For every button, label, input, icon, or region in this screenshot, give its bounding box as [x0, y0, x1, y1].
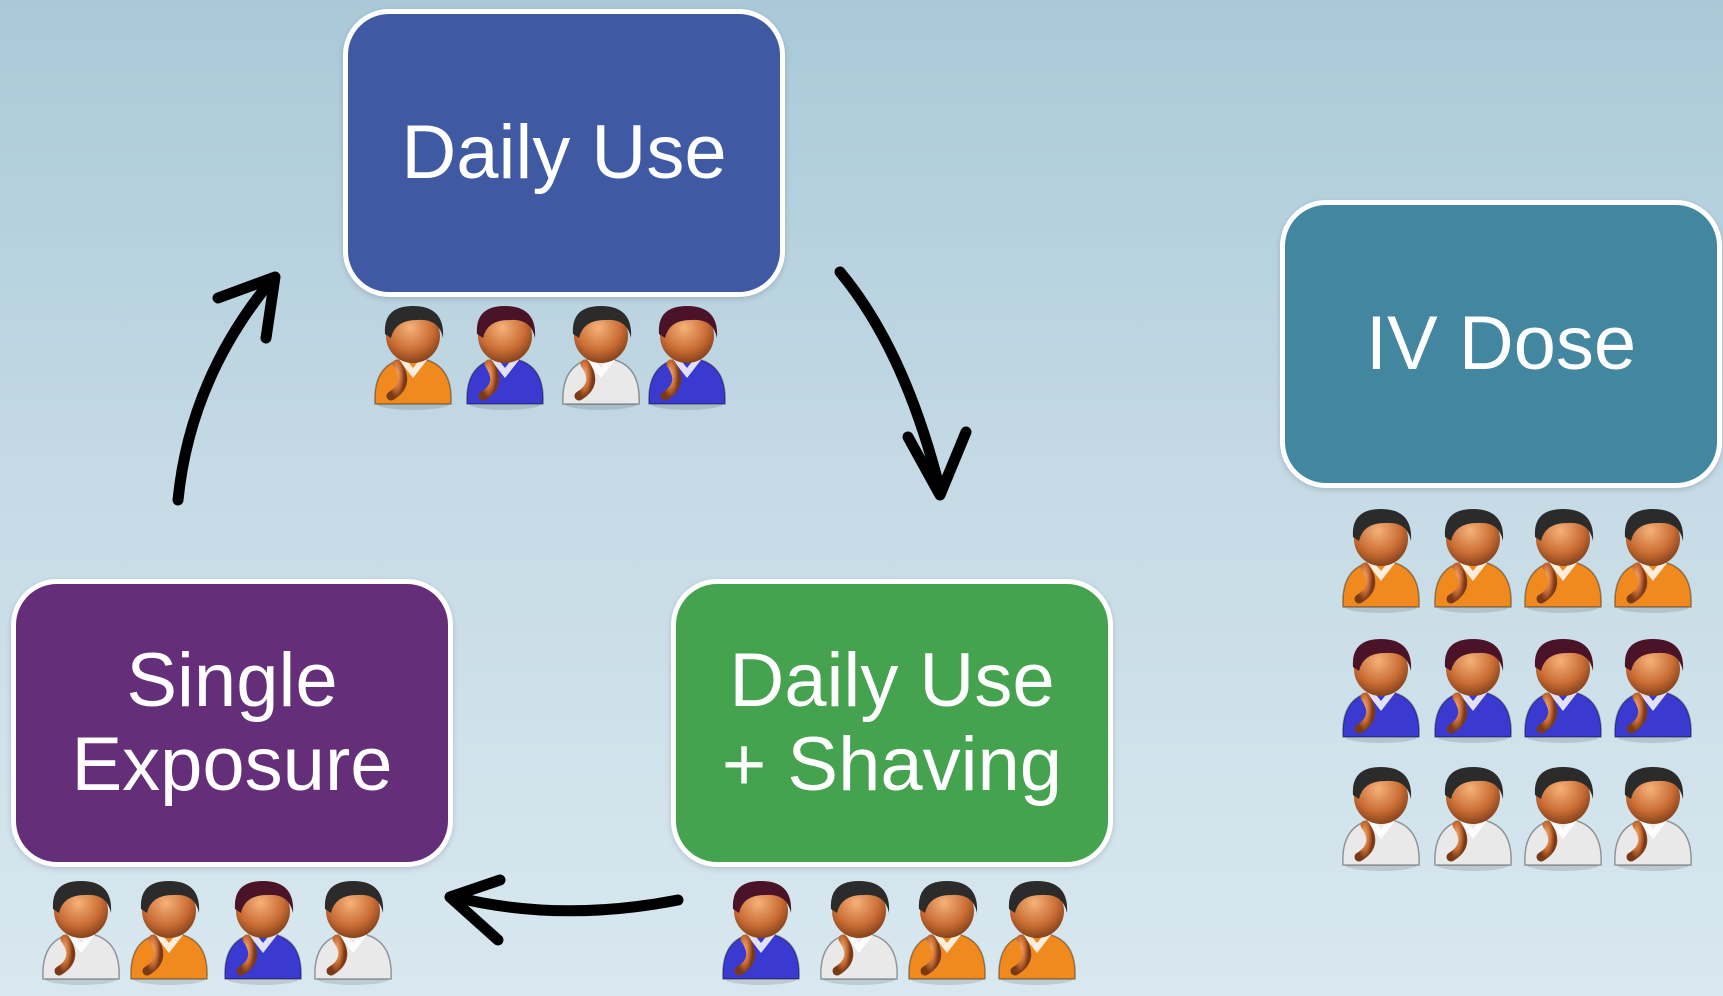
person-white-icon: [820, 881, 898, 985]
single-exposure-label-line-2: Exposure: [71, 722, 393, 807]
daily-use-shaving-group: [722, 881, 1076, 985]
person-white-icon: [1524, 767, 1602, 871]
person-white-icon: [1614, 767, 1692, 871]
arrow-single-to-daily: [172, 271, 281, 506]
person-blue-icon: [722, 881, 800, 985]
arrow-shaving-to-single: [444, 874, 684, 946]
single-exposure-label: Single Exposure: [71, 639, 392, 807]
daily-use-shaving-label-line-2: + Shaving: [721, 722, 1063, 807]
person-orange-icon: [374, 306, 452, 410]
iv-dose-box: IV Dose: [1280, 200, 1722, 488]
person-blue-icon: [1342, 639, 1420, 743]
single-exposure-label-line-1: Single: [126, 638, 338, 723]
person-orange-icon: [130, 881, 208, 985]
person-white-icon: [1342, 767, 1420, 871]
person-orange-icon: [1342, 509, 1420, 613]
daily-use-label: Daily Use: [401, 111, 726, 195]
daily-use-label-line-1: Daily Use: [401, 110, 727, 195]
person-blue-icon: [224, 881, 302, 985]
single-exposure-group: [42, 881, 392, 985]
single-exposure-box: Single Exposure: [11, 579, 453, 867]
person-white-icon: [1434, 767, 1512, 871]
person-blue-icon: [648, 306, 726, 410]
person-orange-icon: [1614, 509, 1692, 613]
person-blue-icon: [1614, 639, 1692, 743]
daily-use-shaving-label-line-1: Daily Use: [729, 638, 1055, 723]
person-orange-icon: [908, 881, 986, 985]
person-orange-icon: [998, 881, 1076, 985]
person-white-icon: [42, 881, 120, 985]
person-blue-icon: [466, 306, 544, 410]
daily-use-shaving-label: Daily Use + Shaving: [722, 639, 1062, 807]
person-orange-icon: [1434, 509, 1512, 613]
arrow-daily-to-shaving: [834, 266, 972, 501]
person-blue-icon: [1524, 639, 1602, 743]
daily-use-group: [374, 306, 726, 410]
daily-use-box: Daily Use: [343, 9, 785, 297]
iv-dose-label-line-1: IV Dose: [1365, 301, 1637, 386]
person-orange-icon: [1524, 509, 1602, 613]
daily-use-shaving-box: Daily Use + Shaving: [671, 579, 1113, 867]
iv-dose-group: [1342, 509, 1692, 871]
person-white-icon: [562, 306, 640, 410]
person-blue-icon: [1434, 639, 1512, 743]
iv-dose-label: IV Dose: [1366, 302, 1636, 386]
person-white-icon: [314, 881, 392, 985]
